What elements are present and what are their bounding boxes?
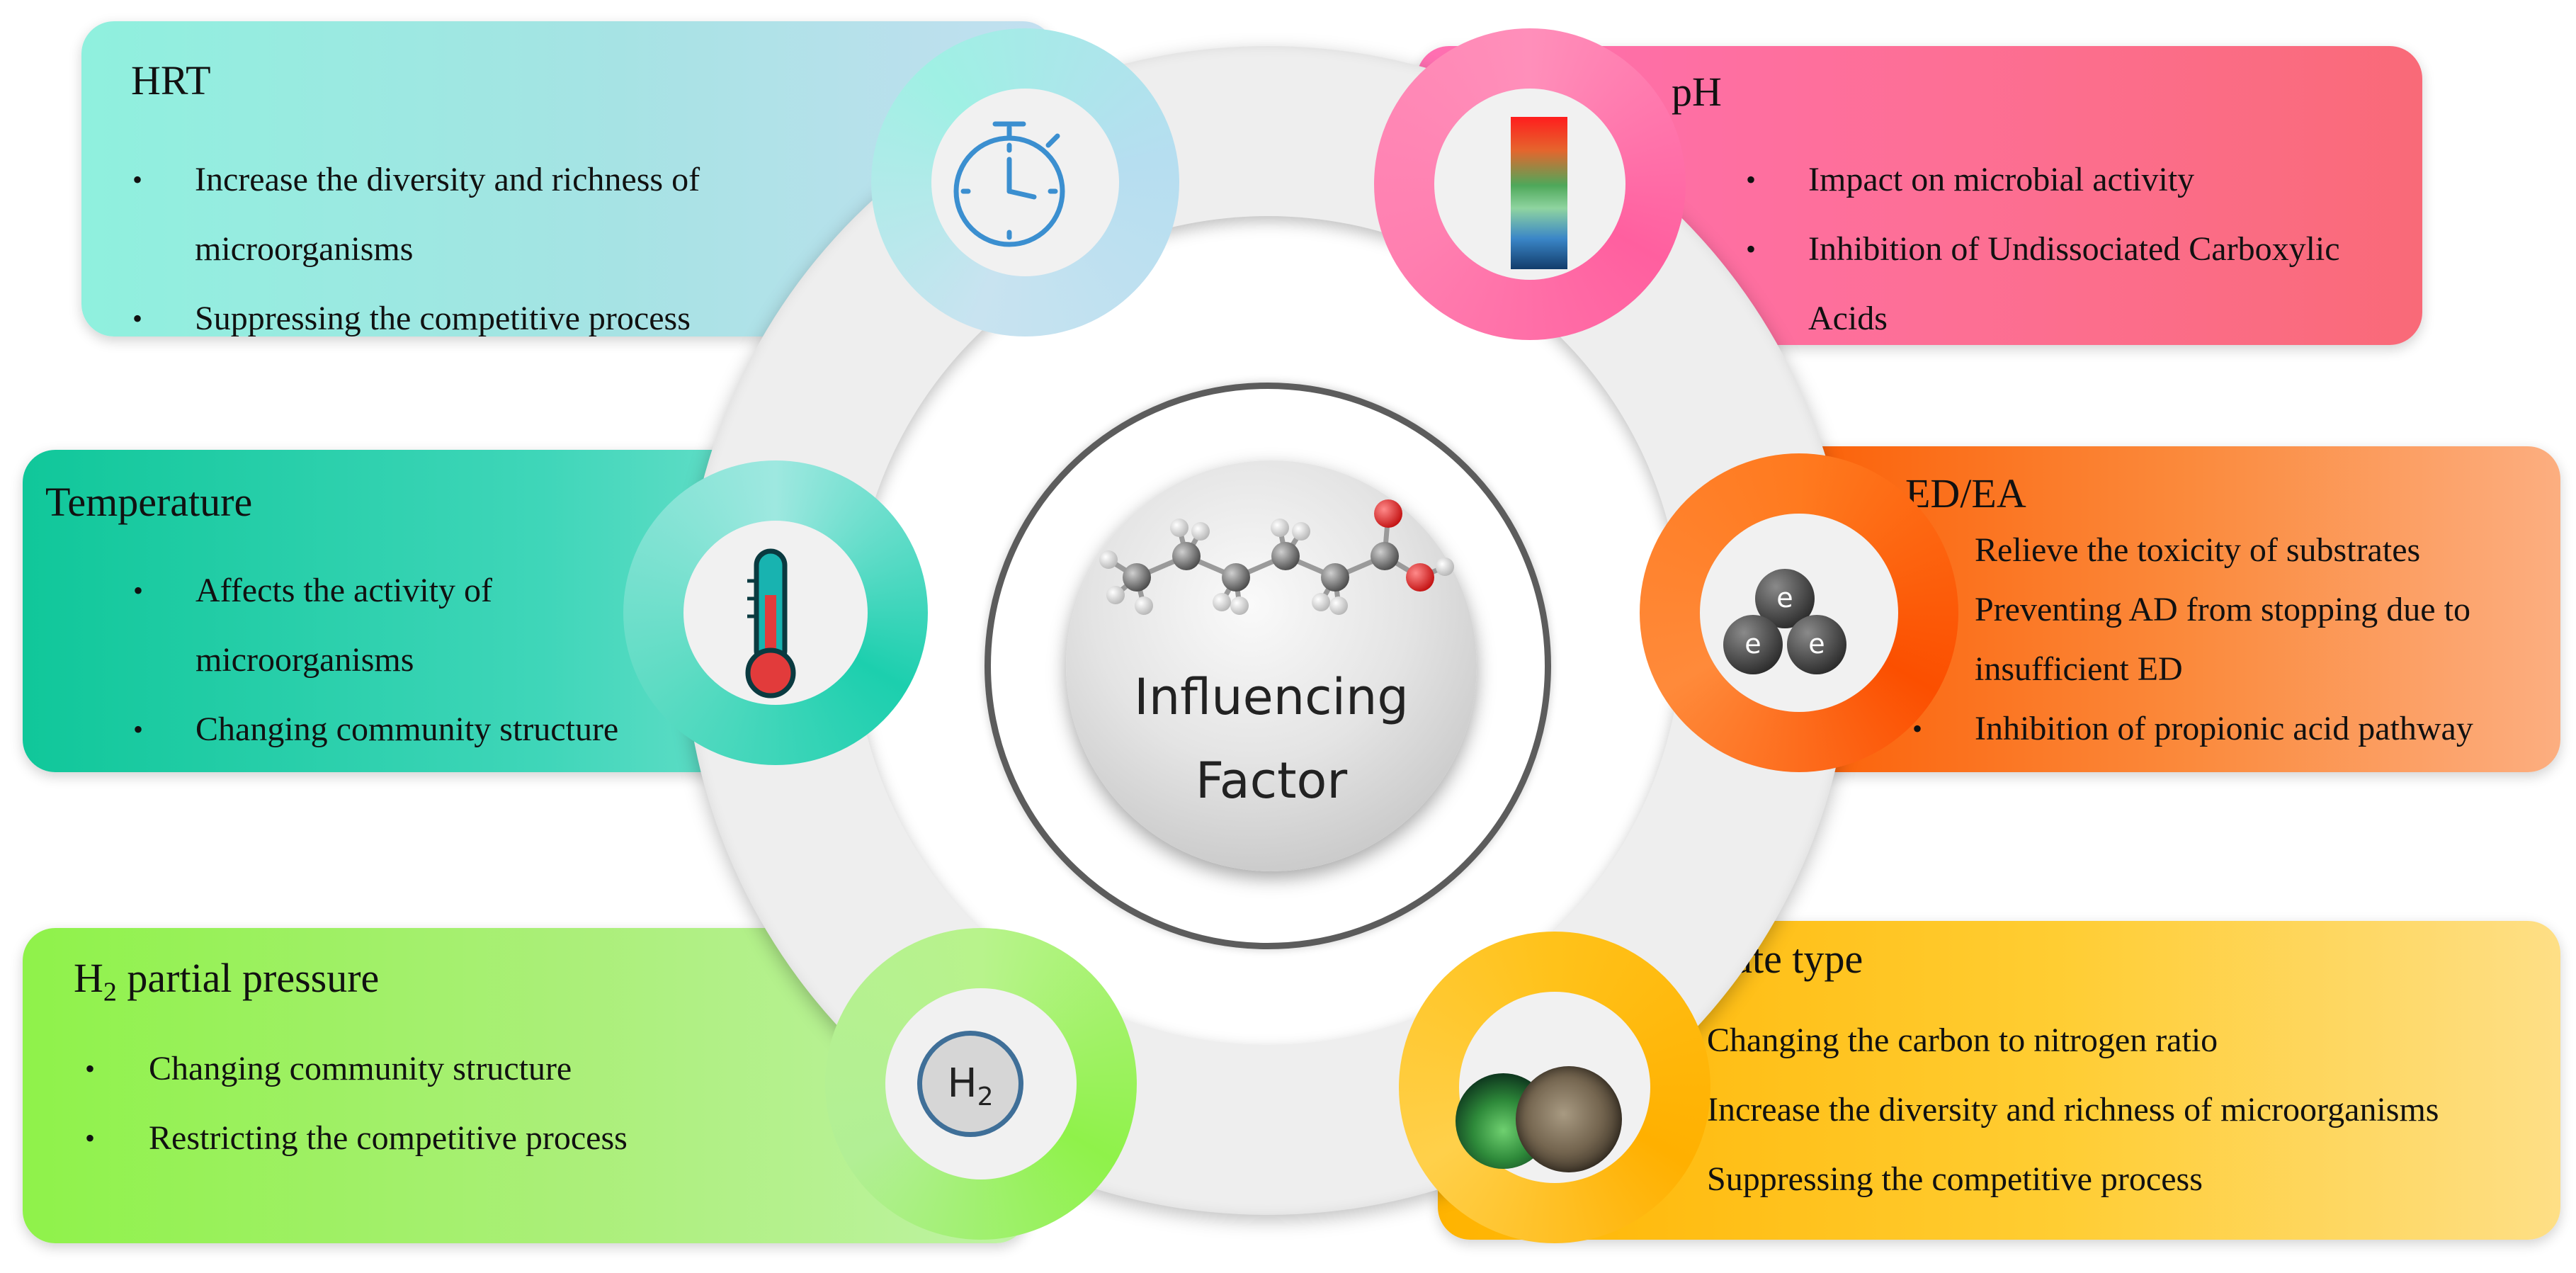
ph-scale-icon — [1511, 117, 1567, 269]
bullet-list-ed-ea: Relieve the toxicity of substrates Preve… — [1912, 521, 2550, 759]
title-h: H — [74, 955, 103, 1001]
bullet-item: Changing the carbon to nitrogen ratio — [1643, 1006, 2557, 1075]
electron-label: e — [1808, 628, 1825, 660]
thermometer-icon — [745, 548, 796, 698]
h2-icon: H2 — [917, 1031, 1023, 1137]
bullet-list-temperature: Affects the activity of microorganisms C… — [133, 556, 686, 764]
bullet-list-ph: Impact on microbial activity Inhibition … — [1746, 145, 2405, 353]
electrons-icon: e e e — [1723, 569, 1846, 674]
card-title-ph: pH — [1672, 69, 1722, 115]
center-label: Influencing Factor — [1066, 655, 1477, 822]
bullet-item: Increase the diversity and richness of m… — [132, 145, 869, 284]
h2-icon-sub: 2 — [977, 1082, 994, 1112]
card-title-hrt: HRT — [131, 57, 211, 103]
electron-label: e — [1744, 628, 1761, 660]
title-rest: partial pressure — [116, 955, 380, 1001]
card-title-ed-ea: ED/EA — [1905, 470, 2026, 516]
bullet-item: Inhibition of propionic acid pathway — [1912, 699, 2550, 759]
bullet-list-substrate: Changing the carbon to nitrogen ratio In… — [1643, 1006, 2557, 1214]
center-label-line1: Influencing — [1134, 668, 1409, 726]
bullet-item: Relieve the toxicity of substrates — [1912, 521, 2550, 580]
bullet-item: Increase the diversity and richness of m… — [1643, 1075, 2557, 1145]
h2-icon-h: H — [947, 1060, 977, 1107]
title-subscript: 2 — [103, 977, 117, 1007]
bullet-item: Preventing AD from stopping due to insuf… — [1912, 580, 2550, 699]
thin-ring — [985, 383, 1551, 949]
stopwatch-icon — [953, 121, 1065, 247]
molecule-icon — [1099, 499, 1454, 615]
hrt-icon-disc — [931, 89, 1119, 276]
bullet-item: Restricting the competitive process — [85, 1104, 793, 1173]
substrate-photo-icon — [1456, 1066, 1625, 1172]
bullet-item: Impact on microbial activity — [1746, 145, 2405, 215]
bullet-item: Changing community structure — [85, 1034, 793, 1104]
bullet-item: Inhibition of Undissociated Carboxylic A… — [1746, 215, 2405, 353]
card-title-h2: H2 partial pressure — [74, 958, 379, 1006]
bullet-item: Affects the activity of microorganisms — [133, 556, 686, 695]
bullet-list-hrt: Increase the diversity and richness of m… — [132, 145, 869, 353]
center-label-line2: Factor — [1195, 752, 1348, 810]
bullet-item: Suppressing the competitive process — [1643, 1145, 2557, 1214]
card-title-temperature: Temperature — [45, 479, 253, 525]
bullet-item: Suppressing the competitive process — [132, 284, 869, 353]
shell-photo — [1516, 1066, 1622, 1172]
bullet-item: Changing community structure — [133, 695, 686, 764]
bullet-list-h2: Changing community structure Restricting… — [85, 1034, 793, 1173]
electron-label: e — [1776, 582, 1793, 613]
